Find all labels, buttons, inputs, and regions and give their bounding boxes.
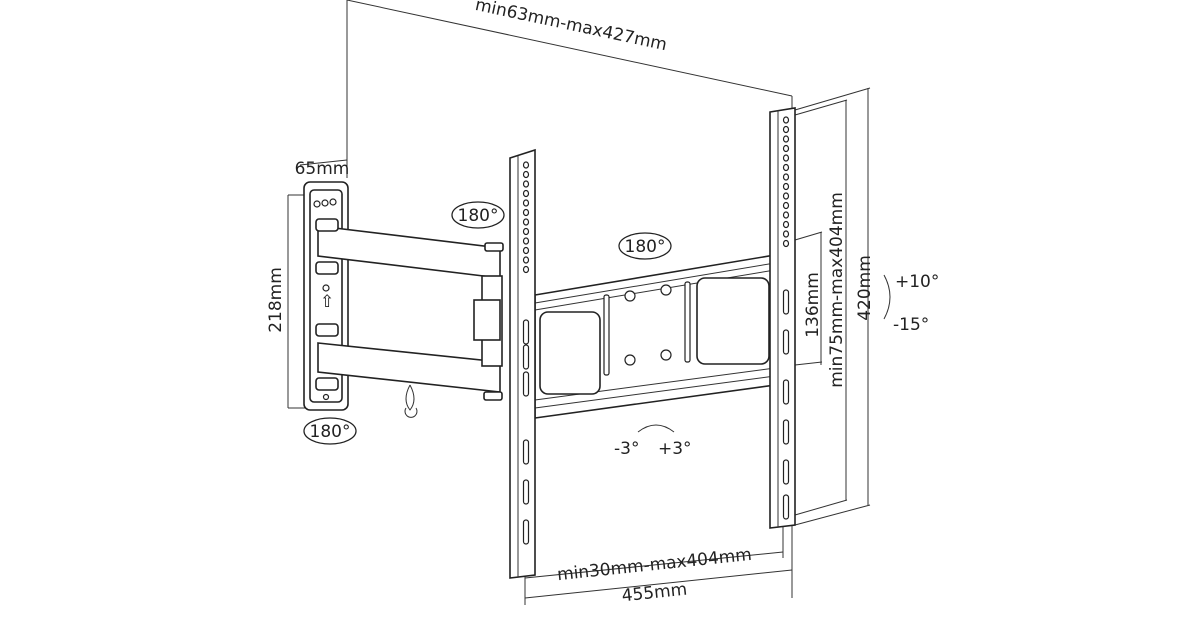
rail-hole [522,218,530,226]
arm-extension-label: min63mm-max427mm [473,0,668,55]
rail-slot [782,289,790,315]
rail-hole [522,237,530,245]
vertical-min-spacing-label: 136mm [803,272,823,338]
rail-slot [522,344,530,370]
rail-hole [522,208,530,217]
swivel-arm-label: 180° [458,206,499,226]
rail-hole [522,170,530,179]
rail-hole [522,246,530,255]
rail-hole [522,161,530,169]
tilt-down-label: -15° [893,315,929,335]
swivel-arm-180: 180° [451,201,505,229]
arrow-up-icon: ⇧ [320,292,334,312]
rail-hole [522,189,530,198]
rail-hole [522,227,530,236]
rail-slot [522,371,530,397]
swivel-wall-180: 180° [303,417,357,445]
level-minus-label: -3° [614,439,639,459]
rail-hole [782,239,790,248]
rail-slot [522,319,530,345]
rail-hole [782,211,790,219]
rail-slot [782,419,790,445]
rail-hole [782,220,790,229]
level-arrow-icon [637,424,675,433]
rail-slot [782,329,790,355]
rail-hole [782,230,790,238]
level-plus-label: +3° [658,439,692,459]
rail-hole [782,173,790,181]
swivel-plate-180: 180° [618,232,672,260]
rail-hole [522,199,530,207]
rail-slot [522,519,530,545]
rail-hole [782,154,790,162]
tilt-up-label: +10° [895,272,939,292]
rail-hole [782,144,790,153]
horizontal-hole-range-label: min30mm-max404mm [556,545,753,585]
tilt-arrow-icon [883,274,891,320]
rail-hole [782,116,790,124]
rail-hole [782,192,790,200]
vertical-hole-range-label: min75mm-max404mm [827,192,847,388]
wall-plate-width-label: 65mm [295,159,350,179]
cross-plate [534,254,776,419]
rail-hole [782,163,790,172]
left-rail [509,148,536,579]
wall-plate-height-label: 218mm [266,267,286,333]
swing-arms [315,218,504,418]
overall-width-label: 455mm [621,580,688,607]
rail-hole [782,135,790,143]
rail-hole [782,125,790,134]
rail-slot [782,494,790,520]
rail-hole [782,182,790,191]
rail-hole [522,180,530,188]
rail-hole [522,256,530,264]
rail-slot [782,379,790,405]
wall-plate: ⇧ [303,181,349,411]
swivel-plate-label: 180° [625,237,666,257]
rail-hole [522,265,530,274]
swivel-wall-label: 180° [310,422,351,442]
rail-slot [782,459,790,485]
rail-height-label: 420mm [855,255,875,321]
safety-ring [404,384,418,418]
right-rail [769,107,796,529]
rail-slot [522,479,530,505]
rail-hole [782,201,790,210]
rail-slot [522,439,530,465]
